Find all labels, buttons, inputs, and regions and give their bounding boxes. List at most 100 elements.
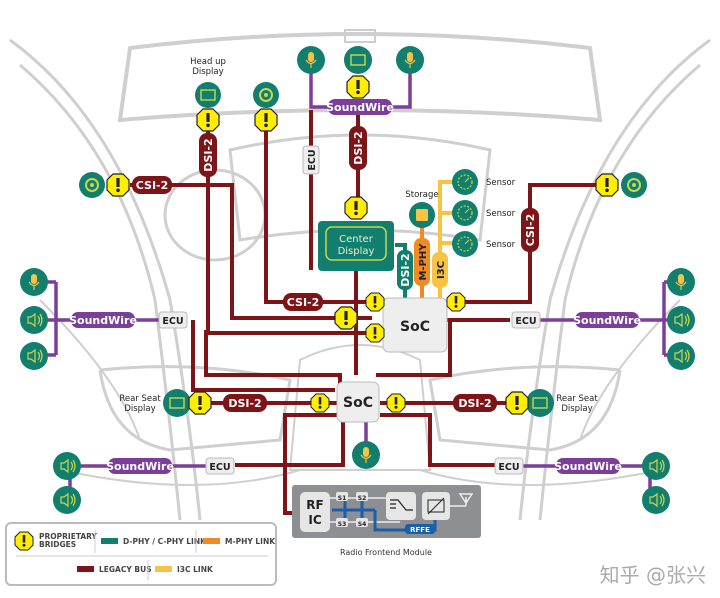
switch-s1: S1 (336, 492, 348, 502)
antenna-icon (450, 493, 474, 507)
soc-lower: SoC (336, 381, 380, 423)
svg-text:S4: S4 (358, 521, 367, 528)
svg-text:DSI-2: DSI-2 (202, 138, 215, 171)
svg-text:S3: S3 (338, 521, 347, 528)
warning-icon (365, 323, 385, 343)
svg-text:Rear Seat: Rear Seat (119, 394, 161, 404)
svg-text:Display: Display (338, 246, 375, 257)
svg-text:Sensor: Sensor (486, 240, 516, 250)
ecu-left: ECU (158, 311, 188, 329)
svg-text:DSI-2: DSI-2 (458, 397, 491, 410)
microphone-icon (20, 268, 48, 296)
svg-text:Display: Display (192, 67, 223, 77)
ecu-boxes: ECU ECU ECU ECU ECU (158, 145, 541, 475)
rear-display-icon (163, 389, 191, 417)
svg-text:ECU: ECU (515, 316, 536, 327)
svg-text:ECU: ECU (307, 149, 318, 170)
warning-icon (595, 173, 619, 197)
svg-text:Center: Center (339, 234, 374, 245)
speaker-icon (20, 306, 48, 334)
soundwire-label-top: SoundWire (326, 99, 394, 115)
speaker-icon (667, 342, 695, 370)
soundwire-label-left: SoundWire (69, 312, 137, 328)
svg-text:CSI-2: CSI-2 (136, 179, 169, 192)
legend-swatch-i3c (155, 566, 172, 572)
sensor-icon (452, 200, 478, 226)
svg-text:I3C: I3C (436, 261, 447, 279)
bus-labels: DSI-2 DSI-2 CSI-2 CSI-2 CSI-2 DSI-2 (69, 99, 641, 474)
svg-text:CSI-2: CSI-2 (524, 214, 537, 247)
speaker-icon (53, 452, 81, 480)
soundwire-label-bottom-left: SoundWire (106, 458, 174, 474)
warning-icon (344, 196, 368, 220)
svg-text:Radio Frontend Module: Radio Frontend Module (340, 548, 432, 557)
svg-text:SoC: SoC (400, 319, 430, 335)
warning-icon (188, 391, 212, 415)
radio-frontend-module: RF IC S1 S2 S3 S4 RFFE Radio Frontend Mo… (292, 485, 481, 557)
ecu-bottom-left: ECU (205, 457, 235, 475)
svg-text:SoC: SoC (343, 395, 373, 411)
node-labels: Head up Display Storage Sensor Sensor Se… (119, 57, 598, 414)
warning-icon (254, 108, 278, 132)
display-icon (195, 82, 221, 108)
svg-text:Display: Display (124, 404, 155, 414)
svg-text:Sensor: Sensor (486, 209, 516, 219)
warning-icon (334, 306, 358, 330)
speaker-icon (642, 452, 670, 480)
csi2-label-left: CSI-2 (132, 176, 172, 194)
warning-icon (365, 292, 385, 312)
svg-text:Rear Seat: Rear Seat (556, 394, 598, 404)
svg-text:Display: Display (561, 404, 592, 414)
speaker-icon (20, 342, 48, 370)
warning-icon (196, 108, 220, 132)
svg-text:S1: S1 (338, 495, 347, 502)
switch-s2: S2 (356, 492, 368, 502)
legend-swatch-mphy (203, 538, 220, 544)
warning-icon (346, 75, 370, 99)
svg-text:Head up: Head up (190, 57, 226, 67)
svg-text:DSI-2: DSI-2 (228, 397, 261, 410)
legend: PROPRIETARY BRIDGES D-PHY / C-PHY LINK M… (5, 522, 277, 586)
ecu-right: ECU (511, 311, 541, 329)
svg-text:D-PHY / C-PHY LINK: D-PHY / C-PHY LINK (123, 537, 207, 546)
sensor-icon (452, 169, 478, 195)
svg-text:M-PHY LINK: M-PHY LINK (225, 537, 276, 546)
csi2-label-center: CSI-2 (283, 293, 323, 311)
soundwire-label-bottom-right: SoundWire (554, 458, 622, 474)
dsi2-label-center: DSI-2 (349, 126, 367, 170)
svg-text:Storage: Storage (405, 190, 438, 200)
warning-icon (14, 531, 34, 551)
i3c-label: I3C (432, 252, 448, 288)
soundwire-label-right: SoundWire (573, 312, 641, 328)
svg-text:ECU: ECU (162, 316, 183, 327)
csi2-label-right: CSI-2 (521, 208, 539, 252)
warning-icon (106, 173, 130, 197)
nodes (20, 46, 695, 514)
dsi2-label-rear-left: DSI-2 (223, 394, 267, 412)
svg-text:BRIDGES: BRIDGES (39, 540, 76, 549)
camera-icon (621, 172, 647, 198)
display-icon (344, 46, 372, 74)
warning-icon (310, 393, 330, 413)
mphy-label: M-PHY (414, 238, 430, 286)
warning-icon (446, 292, 466, 312)
ecu-top: ECU (302, 145, 320, 175)
svg-text:SoundWire: SoundWire (326, 101, 394, 114)
dsi2-label-dphy: DSI-2 (397, 250, 413, 290)
dsi2-label-rear-right: DSI-2 (453, 394, 497, 412)
microphone-icon (667, 268, 695, 296)
svg-text:LEGACY BUS: LEGACY BUS (99, 565, 152, 574)
microphone-icon (352, 441, 380, 469)
svg-text:IC: IC (308, 513, 321, 527)
speaker-icon (642, 486, 670, 514)
speaker-icon (667, 306, 695, 334)
svg-text:DSI-2: DSI-2 (399, 253, 412, 286)
svg-text:Sensor: Sensor (486, 178, 516, 188)
svg-text:RFFE: RFFE (410, 526, 430, 534)
speaker-icon (53, 486, 81, 514)
warning-icon (386, 393, 406, 413)
switch-s4: S4 (356, 518, 368, 528)
camera-icon (253, 82, 279, 108)
center-display: Center Display (318, 221, 394, 271)
